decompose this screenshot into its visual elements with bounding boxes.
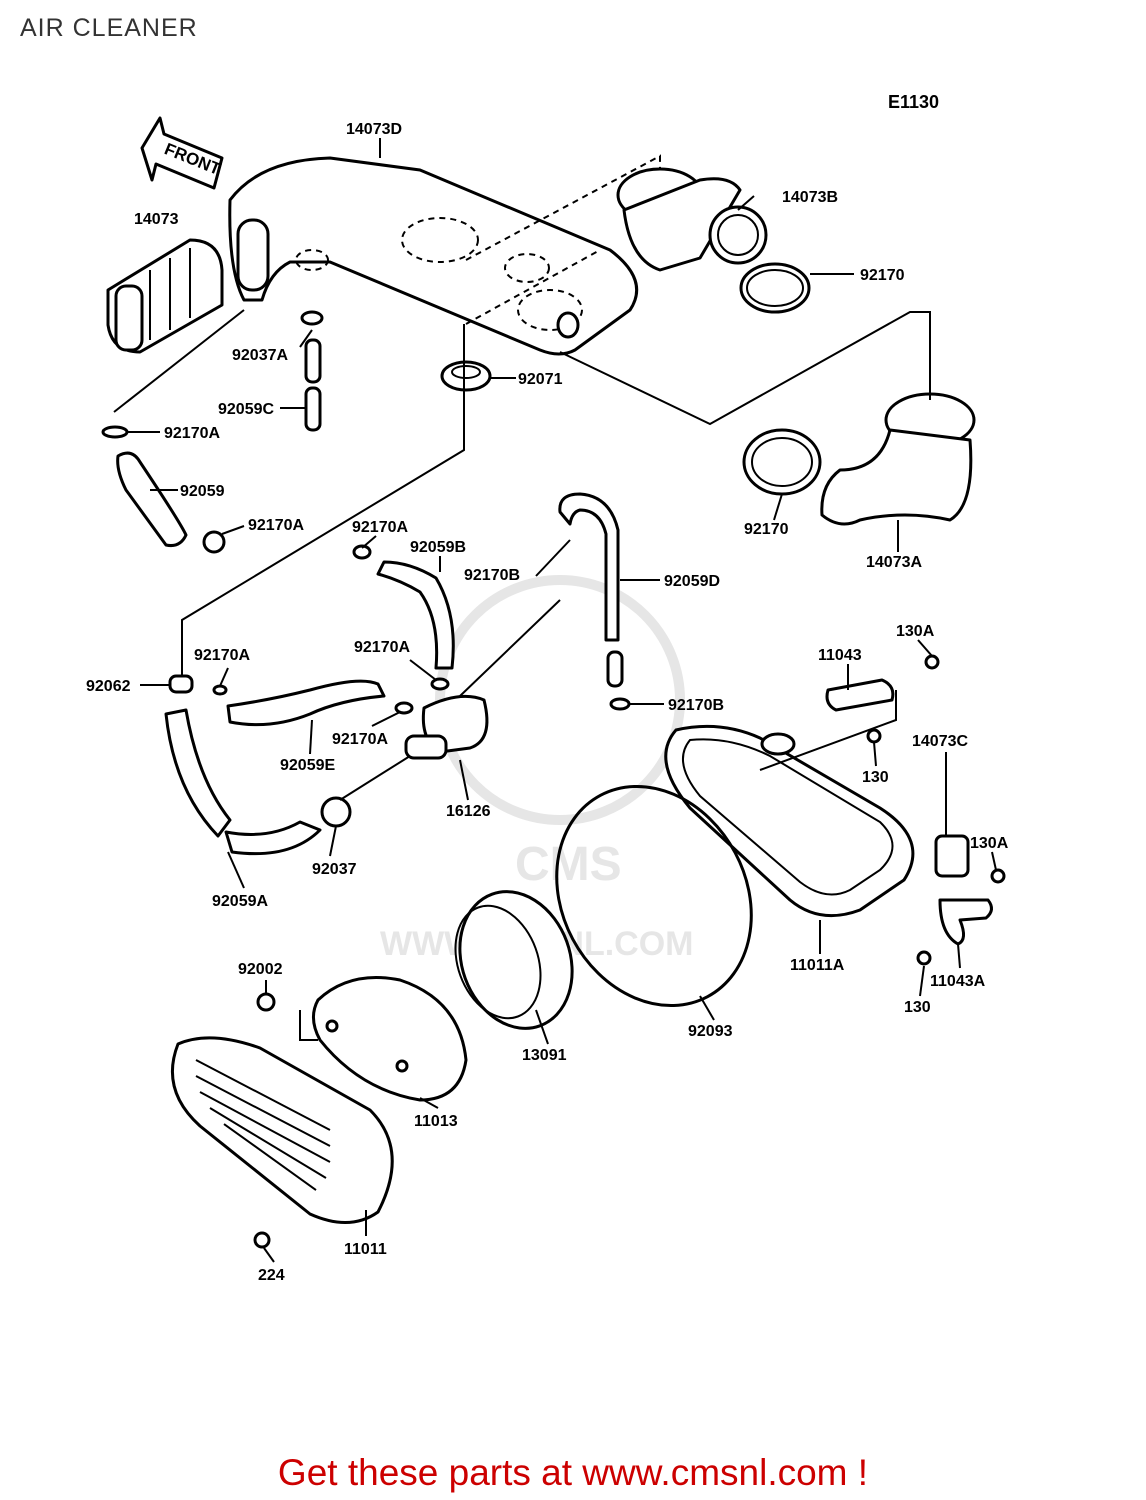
front-arrow-icon: FRONT [140,116,224,190]
part-label-92002[interactable]: 92002 [238,961,283,978]
right-boot-upper-shape [616,167,768,272]
housing-shape [664,724,970,918]
gasket-shape [555,784,753,1008]
part-label-92059E[interactable]: 92059E [280,757,335,774]
part-label-130-2[interactable]: 130 [904,999,931,1016]
part-label-130A-2[interactable]: 130A [970,835,1009,852]
part-label-92059C[interactable]: 92059C [218,401,274,418]
part-label-92062[interactable]: 92062 [86,678,131,695]
part-label-92170A-3[interactable]: 92170A [352,519,408,536]
footer-link[interactable]: Get these parts at www.cmsnl.com ! [277,1452,869,1493]
small-clip-column [300,310,324,432]
part-label-92059[interactable]: 92059 [180,483,225,500]
part-label-92170B-1[interactable]: 92170B [464,567,520,584]
grommet-shape [440,360,492,392]
part-label-92037A[interactable]: 92037A [232,347,288,364]
hose-left-shape [101,425,226,554]
part-label-14073B[interactable]: 14073B [782,189,838,206]
part-label-11011[interactable]: 11011 [344,1241,387,1258]
part-label-11043A[interactable]: 11043A [930,973,986,990]
part-label-92170A-4[interactable]: 92170A [354,639,410,656]
lower-elbow-shape [742,392,976,526]
part-label-92170-mid[interactable]: 92170 [744,521,789,538]
bracket-upper-shape [825,654,940,744]
intake-duct-shape [228,156,639,356]
left-boot-shape [106,238,224,354]
part-label-130-1[interactable]: 130 [862,769,889,786]
page-title: AIR CLEANER [20,14,198,42]
part-label-14073A[interactable]: 14073A [866,554,922,571]
part-label-92170A-2[interactable]: 92170A [248,517,304,534]
part-label-14073D[interactable]: 14073D [346,121,402,138]
part-label-92093[interactable]: 92093 [688,1023,733,1040]
part-label-92170A-5[interactable]: 92170A [194,647,250,664]
part-label-92059B[interactable]: 92059B [410,539,466,556]
part-label-92059D[interactable]: 92059D [664,573,720,590]
part-labels: 14073D 14073 14073B 92170 92037A 92071 9… [86,121,1009,1284]
filter-body-shape [256,976,468,1102]
part-label-92071[interactable]: 92071 [518,371,563,388]
part-label-92170B-2[interactable]: 92170B [668,697,724,714]
filter-element-shape [454,890,574,1030]
hose-center-shape [352,492,631,711]
part-label-92170-top[interactable]: 92170 [860,267,905,284]
bracket-lower-shape [916,868,1006,966]
part-label-16126[interactable]: 16126 [446,803,491,820]
cover-shape [170,1036,394,1249]
part-label-14073C[interactable]: 14073C [912,733,968,750]
part-label-92037[interactable]: 92037 [312,861,357,878]
part-label-92170A-6[interactable]: 92170A [332,731,388,748]
part-label-92170A-1[interactable]: 92170A [164,425,220,442]
part-label-14073[interactable]: 14073 [134,211,179,228]
part-label-11043[interactable]: 11043 [818,647,862,664]
part-label-130A-1[interactable]: 130A [896,623,935,640]
part-label-13091[interactable]: 13091 [522,1047,567,1064]
leader-lines [113,138,997,1263]
part-label-92059A[interactable]: 92059A [212,893,268,910]
part-label-224[interactable]: 224 [258,1267,285,1284]
diagram-code: E1130 [888,92,939,112]
part-label-11011A[interactable]: 11011A [790,957,845,974]
clamp-upper-shape [739,262,811,314]
watermark-logo-text: CMS [515,838,622,891]
part-label-11013[interactable]: 11013 [414,1113,458,1130]
